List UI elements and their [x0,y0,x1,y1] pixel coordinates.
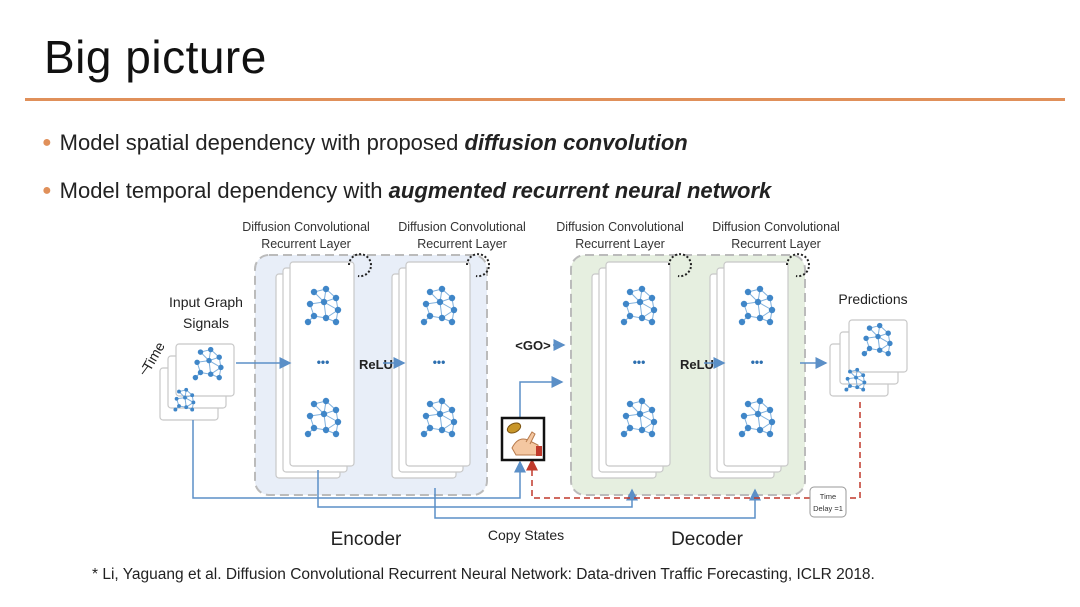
graph-icon [304,285,342,326]
citation-footnote: * Li, Yaguang et al. Diffusion Convoluti… [92,566,875,583]
svg-text:Diffusion Convolutional: Diffusion Convolutional [712,220,840,234]
graph-icon [173,387,196,412]
predictions-label: Predictions [838,291,907,307]
svg-text:Recurrent Layer: Recurrent Layer [575,237,665,251]
graph-icon [192,346,224,381]
graph-icon [304,397,342,438]
relu-label-decoder: ReLU [680,357,714,372]
time-delay-text: Time [820,492,836,501]
svg-text:Recurrent Layer: Recurrent Layer [417,237,507,251]
time-delay-feedback [526,402,861,499]
svg-text:Diffusion Convolutional: Diffusion Convolutional [556,220,684,234]
svg-text:Recurrent Layer: Recurrent Layer [731,237,821,251]
graph-icon [620,397,658,438]
layer-label-2: Diffusion Convolutional Recurrent Layer [398,220,526,251]
input-card [175,343,235,397]
graph-icon [738,397,776,438]
graph-icon [620,285,658,326]
slide-title: Big picture [44,31,267,83]
layer-stack-4: ••• [709,261,789,479]
layer-stack-1: ••• [275,261,355,479]
time-delay-text-2: Delay =1 [813,504,843,513]
svg-text:Diffusion Convolutional: Diffusion Convolutional [242,220,370,234]
relu-label-encoder: ReLU [359,357,393,372]
ellipsis: ••• [317,355,330,369]
bullet-spatial: ●Model spatial dependency with proposed … [42,130,688,156]
prediction-card [848,319,908,373]
graph-icon [861,322,893,357]
flow-arrows [192,357,828,519]
bullet-text: Model temporal dependency with [59,178,389,203]
svg-text:Recurrent Layer: Recurrent Layer [261,237,351,251]
layer-stack-3: ••• [591,261,671,479]
bullet-text: Model spatial dependency with proposed [59,130,465,155]
layer-stack-2: ••• [391,261,471,479]
layer-label-4: Diffusion Convolutional Recurrent Layer [712,220,840,251]
ellipsis: ••• [633,355,646,369]
layer-label-3: Diffusion Convolutional Recurrent Layer [556,220,684,251]
input-label: Input Graph [169,294,243,310]
encoder-label: Encoder [331,529,402,550]
time-axis-line [141,365,149,375]
decoder-label: Decoder [671,529,743,550]
graph-icon [420,397,458,438]
bullet-dot: ● [42,182,52,199]
bullet-emphasis: augmented recurrent neural network [388,178,772,203]
ellipsis: ••• [751,355,764,369]
svg-text:Diffusion Convolutional: Diffusion Convolutional [398,220,526,234]
graph-icon [738,285,776,326]
input-graph-stack [159,343,235,421]
input-label-2: Signals [183,315,229,331]
bullet-dot: ● [42,134,52,151]
graph-icon [420,285,458,326]
time-delay-box [809,486,847,518]
ellipsis: ••• [433,355,446,369]
layer-label-1: Diffusion Convolutional Recurrent Layer [242,220,370,251]
title-underline [25,98,1065,101]
graph-icon [844,367,867,392]
go-token-label: <GO> [515,338,551,353]
scheduled-sampling-coin-icon [500,416,546,462]
predictions-stack [829,319,908,397]
bullet-temporal: ● Model temporal dependency with augmente… [42,178,771,204]
copy-states-label: Copy States [488,527,564,543]
bullet-emphasis: diffusion convolution [464,130,688,155]
